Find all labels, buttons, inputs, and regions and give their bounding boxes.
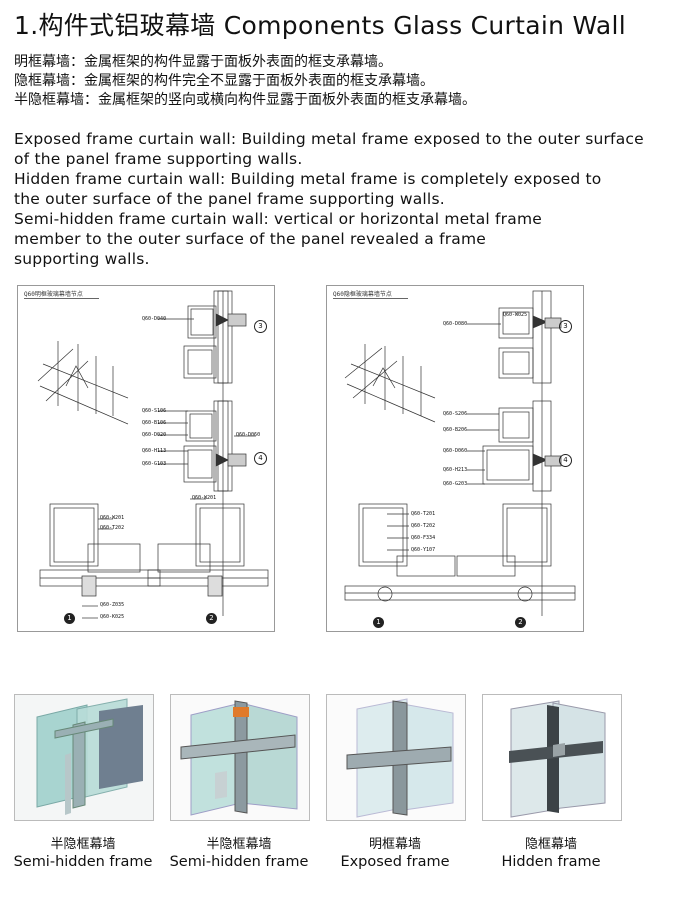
exposed-frame-node-drawing: Q60明框玻璃幕墙节点 Q60-D040 Q60-S106 Q60-B106 Q… xyxy=(17,285,275,632)
en-line: supporting walls. xyxy=(14,250,150,268)
part-label: Q60-S206 xyxy=(443,411,468,417)
thumbnail-caption: 明框幕墙 Exposed frame xyxy=(310,837,480,872)
detail-marker: 1 xyxy=(373,617,384,628)
drawing-title: Q60明框玻璃幕墙节点 xyxy=(24,289,99,299)
en-line: of the panel frame supporting walls. xyxy=(14,150,303,168)
semi-hidden-frame-image-2 xyxy=(170,694,310,821)
detail-marker: 2 xyxy=(515,617,526,628)
part-label: Q60-H113 xyxy=(142,448,167,454)
part-label: Q60-D060 xyxy=(443,448,468,454)
en-line: Exposed frame curtain wall: Building met… xyxy=(14,130,644,148)
part-label: Q60-H213 xyxy=(443,467,468,473)
cn-line: 隐框幕墙：金属框架的构件完全不显露于面板外表面的框支承幕墙。 xyxy=(14,73,434,89)
english-definitions: Exposed frame curtain wall: Building met… xyxy=(14,129,644,269)
en-line: the outer surface of the panel frame sup… xyxy=(14,190,445,208)
en-line: member to the outer surface of the panel… xyxy=(14,230,487,248)
en-line: Hidden frame curtain wall: Building meta… xyxy=(14,170,602,188)
page-title: 1.构件式铝玻幕墙 Components Glass Curtain Wall xyxy=(14,11,627,40)
caption-en: Exposed frame xyxy=(340,854,450,870)
detail-marker: 3 xyxy=(559,320,572,333)
part-label: Q60-D080 xyxy=(443,321,468,327)
thumbnail-caption: 半隐框幕墙 Semi-hidden frame xyxy=(154,837,324,872)
exposed-frame-technical-drawing xyxy=(37,290,269,619)
caption-cn: 明框幕墙 xyxy=(368,837,421,852)
caption-en: Semi-hidden frame xyxy=(13,854,153,870)
caption-en: Semi-hidden frame xyxy=(169,854,309,870)
perspective-grid xyxy=(37,341,129,425)
caption-cn: 隐框幕墙 xyxy=(524,837,577,852)
thumbnail-caption: 半隐框幕墙 Semi-hidden frame xyxy=(0,837,168,872)
part-label: Q60-W201 xyxy=(192,495,217,501)
part-label: Q60-W201 xyxy=(100,515,125,521)
drawing-title: Q60隐框玻璃幕墙节点 xyxy=(333,289,408,299)
part-label: Q60-T201 xyxy=(411,511,436,517)
part-label: Q60-W025 xyxy=(503,312,528,318)
en-line: Semi-hidden frame curtain wall: vertical… xyxy=(14,210,542,228)
thumbnail-caption: 隐框幕墙 Hidden frame xyxy=(466,837,636,872)
part-label: Q60-S106 xyxy=(142,408,167,414)
part-label: Q60-D040 xyxy=(142,316,167,322)
part-label: Q60-F334 xyxy=(411,535,436,541)
caption-en: Hidden frame xyxy=(501,854,601,870)
caption-cn: 半隐框幕墙 xyxy=(206,837,272,852)
part-label: Q60-D060 xyxy=(236,432,261,438)
caption-cn: 半隐框幕墙 xyxy=(50,837,116,852)
detail-marker: 3 xyxy=(254,320,267,333)
detail-marker: 1 xyxy=(64,613,75,624)
part-label: Q60-B106 xyxy=(142,420,167,426)
cn-line: 明框幕墙：金属框架的构件显露于面板外表面的框支承幕墙。 xyxy=(14,54,392,70)
part-label: Q60-Z035 xyxy=(100,602,125,608)
part-label: Q60-G203 xyxy=(443,481,468,487)
hidden-frame-image xyxy=(482,694,622,821)
chinese-definitions: 明框幕墙：金属框架的构件显露于面板外表面的框支承幕墙。 隐框幕墙：金属框架的构件… xyxy=(14,53,476,110)
semi-hidden-frame-image-1 xyxy=(14,694,154,821)
perspective-grid xyxy=(344,344,436,423)
part-label: Q60-K025 xyxy=(100,614,125,620)
hidden-frame-node-drawing: Q60隐框玻璃幕墙节点 Q60-D080 Q60-W025 Q60-S206 Q… xyxy=(326,285,584,632)
part-label: Q60-D020 xyxy=(142,432,167,438)
part-label: Q60-T202 xyxy=(411,523,436,529)
hidden-frame-technical-drawing xyxy=(344,290,576,616)
detail-marker: 2 xyxy=(206,613,217,624)
cn-line: 半隐框幕墙：金属框架的竖向或横向构件显露于面板外表面的框支承幕墙。 xyxy=(14,92,476,108)
part-label: Q60-B206 xyxy=(443,427,468,433)
part-label: Q60-Y107 xyxy=(411,547,436,553)
detail-marker: 4 xyxy=(559,454,572,467)
part-label: Q60-G103 xyxy=(142,461,167,467)
detail-marker: 4 xyxy=(254,452,267,465)
exposed-frame-image xyxy=(326,694,466,821)
part-label: Q60-T202 xyxy=(100,525,125,531)
